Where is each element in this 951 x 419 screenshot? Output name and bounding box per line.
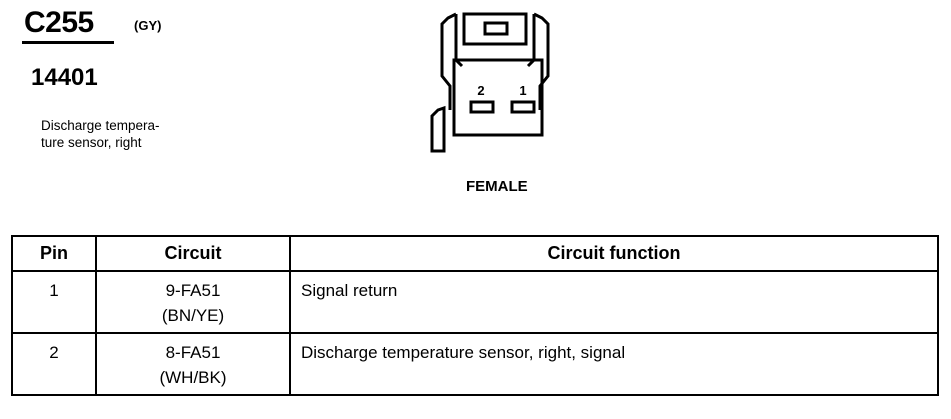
pin-cell: 1: [11, 270, 97, 334]
color-code: (GY): [134, 18, 162, 33]
header-circuit: Circuit: [95, 235, 291, 272]
function-cell: Discharge temperature sensor, right, sig…: [289, 332, 939, 396]
part-number: 14401: [31, 64, 98, 91]
circuit-cell: 9-FA51 (BN/YE): [95, 270, 291, 334]
description-line-1: Discharge tempera-: [41, 118, 160, 133]
table-row: 2 8-FA51 (WH/BK) Discharge temperature s…: [11, 332, 939, 396]
header-pin: Pin: [11, 235, 97, 272]
pin-cell: 2: [11, 332, 97, 396]
upper-hood: [462, 12, 528, 46]
pin-cavity-2: [469, 100, 495, 114]
left-latch: [440, 12, 457, 110]
wire-color: (WH/BK): [159, 368, 227, 387]
right-latch: [533, 12, 550, 110]
connector-id: C255: [24, 6, 94, 39]
table-row: 1 9-FA51 (BN/YE) Signal return: [11, 270, 939, 334]
header-circuit-function: Circuit function: [289, 235, 939, 272]
left-latch-inner: [454, 14, 464, 68]
left-tab: [430, 105, 446, 153]
pin-label-2: 2: [477, 83, 484, 98]
description-line-2: ture sensor, right: [41, 135, 142, 150]
connector-face-diagram: 2 1: [430, 12, 550, 153]
right-latch-inner: [526, 14, 536, 68]
connector-id-underline: [22, 41, 114, 44]
pinout-table: Pin Circuit Circuit function 1 9-FA51 (B…: [11, 235, 939, 396]
function-cell: Signal return: [289, 270, 939, 334]
description: Discharge tempera- ture sensor, right: [41, 117, 231, 151]
circuit-cell: 8-FA51 (WH/BK): [95, 332, 291, 396]
gender-label: FEMALE: [466, 178, 528, 195]
circuit-number: 8-FA51: [165, 343, 221, 362]
key-slot: [483, 21, 509, 36]
connector-body: [452, 58, 544, 137]
pin-cavity-1: [510, 100, 536, 114]
wire-color: (BN/YE): [161, 306, 225, 325]
circuit-number: 9-FA51: [165, 281, 221, 300]
table-header-row: Pin Circuit Circuit function: [11, 235, 939, 272]
pin-label-1: 1: [519, 83, 526, 98]
